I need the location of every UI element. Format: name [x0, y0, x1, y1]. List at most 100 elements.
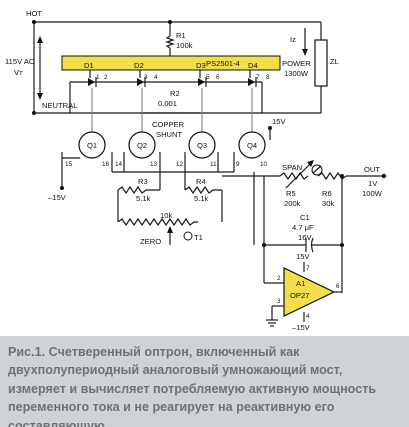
pin-4: 4 [154, 74, 158, 81]
label-vac: 115V AC [5, 57, 35, 66]
span-knob [311, 164, 323, 176]
chip-ps2501 [61, 55, 281, 71]
node-dot [262, 243, 266, 247]
pot-zero [117, 217, 198, 227]
pin-5: 5 [206, 74, 210, 81]
out-terminal [381, 173, 387, 179]
label-out-1v: 1V [368, 179, 378, 188]
label-d2: D2 [134, 61, 144, 70]
label-chip: PS2501-4 [206, 59, 240, 68]
pin-2: 2 [104, 74, 108, 81]
label-r1-value: 100k [176, 41, 193, 50]
label-q3: Q3 [197, 141, 207, 150]
label-vt: Vт [14, 68, 23, 77]
label-a1: A1 [296, 279, 305, 288]
pin-9: 9 [236, 161, 240, 168]
pin-8: 8 [266, 74, 270, 81]
transistors [78, 131, 266, 159]
node-dot [340, 243, 344, 247]
transistor-q3 [188, 131, 216, 159]
label-r5-value: 200k [284, 199, 301, 208]
load-zl [314, 39, 328, 87]
thermistor-t1 [183, 231, 193, 241]
transistor-q1 [78, 131, 106, 159]
label-power: POWER [282, 59, 311, 68]
label-neg15v-opamp: –15V [292, 323, 311, 332]
pin-7: 7 [256, 74, 260, 81]
label-15v-opamp: 15V [296, 252, 310, 261]
pin-op-2: 2 [277, 275, 281, 282]
label-shunt: SHUNT [156, 130, 183, 139]
resistor-r1 [165, 35, 175, 49]
label-r5: R5 [286, 189, 296, 198]
pin-1: 1 [96, 74, 100, 81]
pin-15: 15 [65, 161, 73, 168]
hot-terminal [32, 20, 36, 24]
pin-13: 13 [150, 161, 158, 168]
label-power-value: 1300W [284, 69, 309, 78]
label-q1: Q1 [87, 141, 97, 150]
pin-10: 10 [260, 161, 268, 168]
node-dot [168, 20, 172, 24]
pin-12: 12 [176, 161, 184, 168]
resistor-r3 [117, 185, 160, 195]
opamp-a1 [283, 267, 336, 317]
label-15v-top: 15V [272, 117, 286, 126]
label-r6-value: 30k [322, 199, 334, 208]
pin-op-3: 3 [277, 298, 281, 305]
label-c1-voltage: 16V [298, 233, 312, 242]
capacitor-c1-plate-b [310, 237, 314, 253]
node-dot [340, 174, 344, 178]
label-r3: R3 [138, 177, 148, 186]
label-r3-value: 5.1k [136, 194, 151, 203]
diodes [88, 70, 257, 87]
label-d4: D4 [248, 61, 258, 70]
label-10k: 10k [160, 211, 172, 220]
label-out-100w: 100W [362, 189, 383, 198]
diode-d1 [88, 78, 95, 86]
label-op27: OP27 [290, 291, 309, 300]
caption-panel: Рис.1. Счетверенный оптрон, включенный к… [0, 336, 409, 427]
pin-op-6: 6 [336, 283, 340, 290]
figure-caption: Рис.1. Счетверенный оптрон, включенный к… [8, 345, 377, 427]
pin-6: 6 [216, 74, 220, 81]
transistor-q4 [238, 131, 266, 159]
label-c1: C1 [300, 213, 310, 222]
label-r2-value: 0.001 [158, 99, 177, 108]
label-copper: COPPER [152, 120, 185, 129]
opto-links [91, 88, 253, 132]
label-c1-value: 4.7 μF [292, 223, 314, 232]
label-span: SPAN [282, 163, 302, 172]
label-t1: T1 [194, 233, 203, 242]
diode-d2 [137, 78, 144, 86]
label-iz: Iz [290, 35, 296, 44]
label-hot: HOT [26, 9, 42, 18]
label-q2: Q2 [137, 141, 147, 150]
label-r2: R2 [170, 89, 180, 98]
label-neutral: NEUTRAL [42, 101, 77, 110]
vneg-terminal [60, 186, 64, 190]
vac-arrow [37, 36, 43, 100]
resistor-r4 [184, 185, 222, 195]
label-out: OUT [364, 165, 380, 174]
diode-d3 [198, 78, 205, 86]
label-r4: R4 [196, 177, 206, 186]
pin-op-7: 7 [306, 265, 310, 272]
label-r6: R6 [322, 189, 332, 198]
label-r4-value: 5.1k [194, 194, 209, 203]
label-d1: D1 [84, 61, 94, 70]
mains-wiring [33, 21, 322, 114]
v15-terminal [268, 126, 272, 130]
diode-d4 [248, 78, 255, 86]
label-d3: D3 [196, 61, 206, 70]
label-r1: R1 [176, 31, 186, 40]
resistor-r6 [317, 171, 347, 181]
pin-3: 3 [144, 74, 148, 81]
label-neg15v: –15V [48, 193, 67, 202]
resistor-r5 [279, 171, 309, 181]
transistor-q2 [128, 131, 156, 159]
pin-14: 14 [115, 161, 123, 168]
label-q4: Q4 [247, 141, 257, 150]
iz-arrow [302, 28, 308, 56]
